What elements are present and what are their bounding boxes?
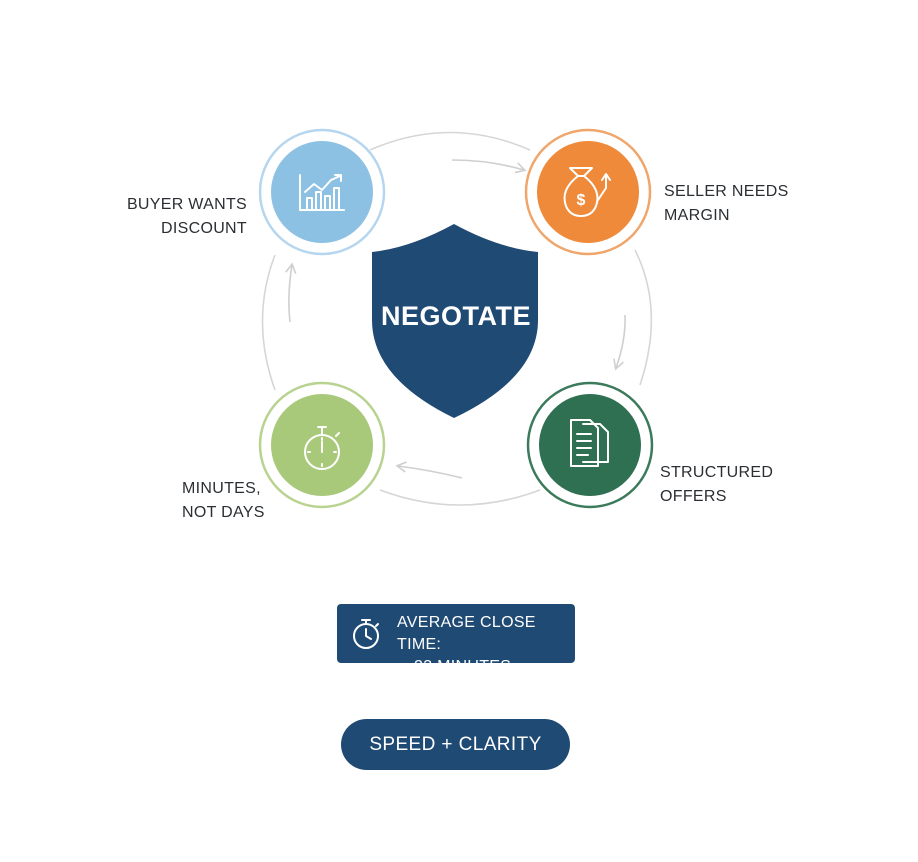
speed-clarity-pill: SPEED + CLARITY (341, 719, 570, 770)
arc-left (261, 254, 276, 391)
node-label-buyer: BUYER WANTS DISCOUNT (118, 193, 247, 241)
badge-line-2: 23 MINUTES (414, 658, 512, 675)
arc-bottom (379, 489, 541, 506)
arc-top (369, 131, 531, 151)
arrow-top (451, 159, 527, 174)
shield-label: NEGOTATE (381, 301, 531, 331)
node-label-minutes: MINUTES, NOT DAYS (182, 477, 282, 525)
node-label-line: SELLER NEEDS (664, 183, 789, 200)
negotiate-shield: NEGOTATE (372, 224, 538, 418)
node-buyer (258, 128, 386, 256)
node-seller: $ (524, 128, 652, 256)
cycle-arrows (261, 131, 653, 506)
average-close-time-badge: AVERAGE CLOSE TIME: 23 MINUTES (337, 604, 575, 675)
node-minutes (258, 381, 386, 509)
badge-text: AVERAGE CLOSE TIME: 23 MINUTES (397, 612, 575, 678)
node-label-line: DISCOUNT (161, 220, 247, 237)
node-label-line: NOT DAYS (182, 504, 265, 521)
bar-chart-trend-icon (299, 174, 345, 211)
node-label-line: MINUTES, (182, 480, 261, 497)
stopwatch-icon (304, 426, 340, 470)
arrow-bottom (395, 461, 463, 479)
node-label-seller: SELLER NEEDS MARGIN (664, 180, 804, 228)
arrow-left (285, 262, 297, 323)
node-label-offers: STRUCTURED OFFERS (660, 461, 790, 509)
svg-text:$: $ (577, 192, 586, 209)
stopwatch-icon (353, 619, 379, 649)
node-offers (526, 381, 654, 509)
badge-line-1: AVERAGE CLOSE TIME: (397, 614, 536, 653)
documents-icon (570, 419, 609, 467)
node-label-line: BUYER WANTS (126, 196, 247, 213)
node-label-line: OFFERS (660, 488, 727, 505)
node-label-line: MARGIN (664, 207, 730, 224)
money-bag-growth-icon: $ (563, 167, 611, 217)
node-label-line: STRUCTURED (660, 464, 774, 481)
arc-right (634, 249, 653, 386)
arrow-right (613, 314, 626, 371)
